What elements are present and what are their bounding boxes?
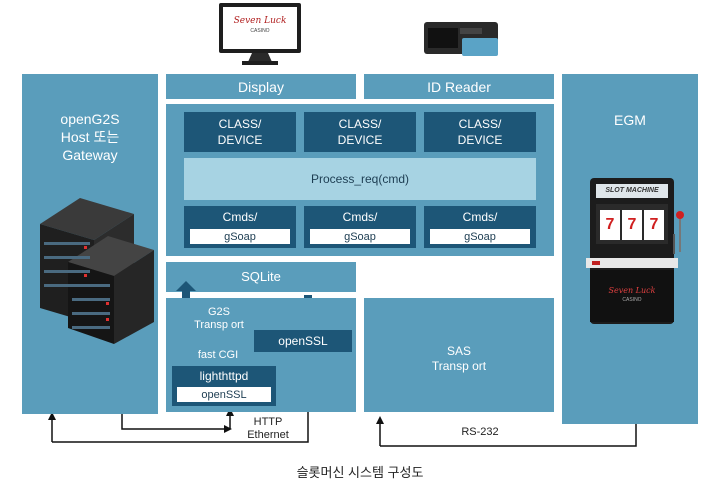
server-rack-icon xyxy=(40,198,154,344)
figure-caption: 슬롯머신 시스템 구성도 xyxy=(296,465,424,480)
lighthttpd-label: lighthttpd xyxy=(199,369,249,383)
class-device-box-1: CLASS/ DEVICE xyxy=(184,112,296,152)
host-title: openG2S Host 또는 Gateway xyxy=(60,111,120,163)
cmds-label: Cmds/ xyxy=(342,210,378,224)
cmds-box-1: Cmds/ gSoap xyxy=(184,206,296,248)
gsoap-label: gSoap xyxy=(310,229,410,244)
egm-logo-sub: CASINO xyxy=(622,297,642,303)
openssl-left-box: openSSL xyxy=(177,387,271,402)
display-logo: Seven Luck xyxy=(233,16,287,26)
g2s-transport-label: G2S Transp ort xyxy=(194,306,244,331)
sas-label: SAS Transp ort xyxy=(431,344,487,373)
http-ethernet-label: HTTP Ethernet xyxy=(247,416,289,441)
host-panel: openG2S Host 또는 Gateway xyxy=(22,74,158,414)
slot-machine-label: SLOT MACHINE xyxy=(605,187,659,194)
display-label: Display xyxy=(166,74,356,99)
reel-1: 7 xyxy=(605,216,615,233)
sqlite-bar: SQLite xyxy=(166,262,356,292)
g2s-stack-panel: CLASS/ DEVICE CLASS/ DEVICE CLASS/ DEVIC… xyxy=(166,104,554,256)
id-reader-label: ID Reader xyxy=(364,74,554,99)
gsoap-label: gSoap xyxy=(430,229,530,244)
g2s-transport-panel: G2S Transp ort fast CGI openSSL lighthtt… xyxy=(166,298,356,412)
reel-2: 7 xyxy=(627,216,637,233)
cmds-box-2: Cmds/ gSoap xyxy=(304,206,416,248)
monitor-icon: Seven Luck CASINO xyxy=(218,2,302,66)
slot-machine-icon xyxy=(586,178,684,324)
fast-cgi-label: fast CGI xyxy=(197,349,239,361)
cmds-label: Cmds/ xyxy=(222,210,258,224)
class-device-box-2: CLASS/ DEVICE xyxy=(304,112,416,152)
openssl-right-box: openSSL xyxy=(254,330,352,352)
process-req-bar: Process_req(cmd) xyxy=(184,158,536,200)
cmds-box-3: Cmds/ gSoap xyxy=(424,206,536,248)
rs232-line-bottom xyxy=(380,424,637,447)
id-reader-icon xyxy=(424,22,500,58)
display-logo-sub: CASINO xyxy=(250,28,270,34)
egm-label: EGM xyxy=(614,112,646,128)
up-arrow-icon xyxy=(176,281,196,298)
rs232-label: RS-232 xyxy=(461,426,499,438)
reel-3: 7 xyxy=(649,216,659,233)
egm-logo: Seven Luck xyxy=(608,286,656,295)
cmds-label: Cmds/ xyxy=(462,210,498,224)
egm-panel: EGM SLOT MACHINE 7 7 7 Seven Luck CASINO xyxy=(562,74,698,424)
gsoap-label: gSoap xyxy=(190,229,290,244)
lighthttpd-box: lighthttpd openSSL xyxy=(172,366,276,406)
sas-panel: SAS Transp ort xyxy=(364,298,554,412)
class-device-box-3: CLASS/ DEVICE xyxy=(424,112,536,152)
lighthttpd-link xyxy=(121,414,232,433)
